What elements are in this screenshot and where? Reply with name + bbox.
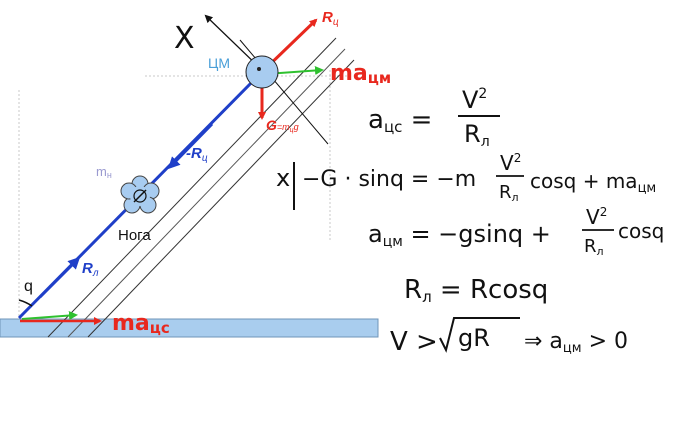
accel-ground-arrow xyxy=(21,311,78,321)
svg-text:gR: gR xyxy=(458,324,490,352)
svg-text:aцс =: aцс = xyxy=(368,105,432,136)
rl-arrow xyxy=(38,256,81,299)
leg-outline-2 xyxy=(87,59,355,338)
svg-text:x: x xyxy=(276,164,290,192)
force-neg-rc-label: -Rц xyxy=(186,145,208,164)
svg-text:Rл: Rл xyxy=(584,236,604,258)
svg-text:cosq + maцм: cosq + maцм xyxy=(530,169,656,196)
leg-outline-1 xyxy=(47,37,337,338)
force-rc-label: Rц xyxy=(322,9,339,28)
leg-outline-3 xyxy=(67,48,346,338)
svg-text:⇒ aцм > 0: ⇒ aцм > 0 xyxy=(524,329,628,356)
svg-text:Rл: Rл xyxy=(464,120,490,150)
svg-text:V >: V > xyxy=(390,327,438,357)
foot-flower-icon xyxy=(120,175,160,214)
equation-5: V > gR ⇒ aцм > 0 xyxy=(390,317,628,357)
neg-rc-arrow xyxy=(167,122,214,170)
svg-text:Rл: Rл xyxy=(499,182,519,204)
svg-text:aцм = −gsinq +: aцм = −gsinq + xyxy=(368,220,551,250)
foot-label: Нога xyxy=(118,227,151,244)
gravity-label: G=mцg xyxy=(266,117,299,134)
accel-ground-label: maцс xyxy=(112,311,170,337)
center-mass-label: ЦМ xyxy=(208,55,230,71)
angle-label: q xyxy=(24,278,33,295)
center-mass-dot xyxy=(257,67,261,71)
svg-text:V2: V2 xyxy=(462,86,487,114)
mass-label: mн xyxy=(96,164,112,180)
svg-text:Rл = Rcosq: Rл = Rcosq xyxy=(404,275,548,306)
svg-text:V2: V2 xyxy=(500,151,521,175)
angle-arc xyxy=(18,299,33,307)
force-rl-label: Rл xyxy=(82,260,99,279)
equation-1: aцс = V2 Rл xyxy=(368,86,500,150)
equation-2: x −G · sinq = −m V2 Rл cosq + maцм xyxy=(276,151,656,210)
x-axis-label: X xyxy=(174,21,195,56)
svg-text:−G · sinq = −m: −G · sinq = −m xyxy=(302,167,476,192)
svg-text:cosq: cosq xyxy=(618,219,664,243)
center-mass-circle xyxy=(245,55,279,89)
svg-text:V2: V2 xyxy=(586,205,607,229)
equation-3: aцм = −gsinq + V2 Rл cosq xyxy=(368,205,664,258)
equation-4: Rл = Rcosq xyxy=(404,275,548,306)
accel-cm-label: maцм xyxy=(330,61,391,87)
